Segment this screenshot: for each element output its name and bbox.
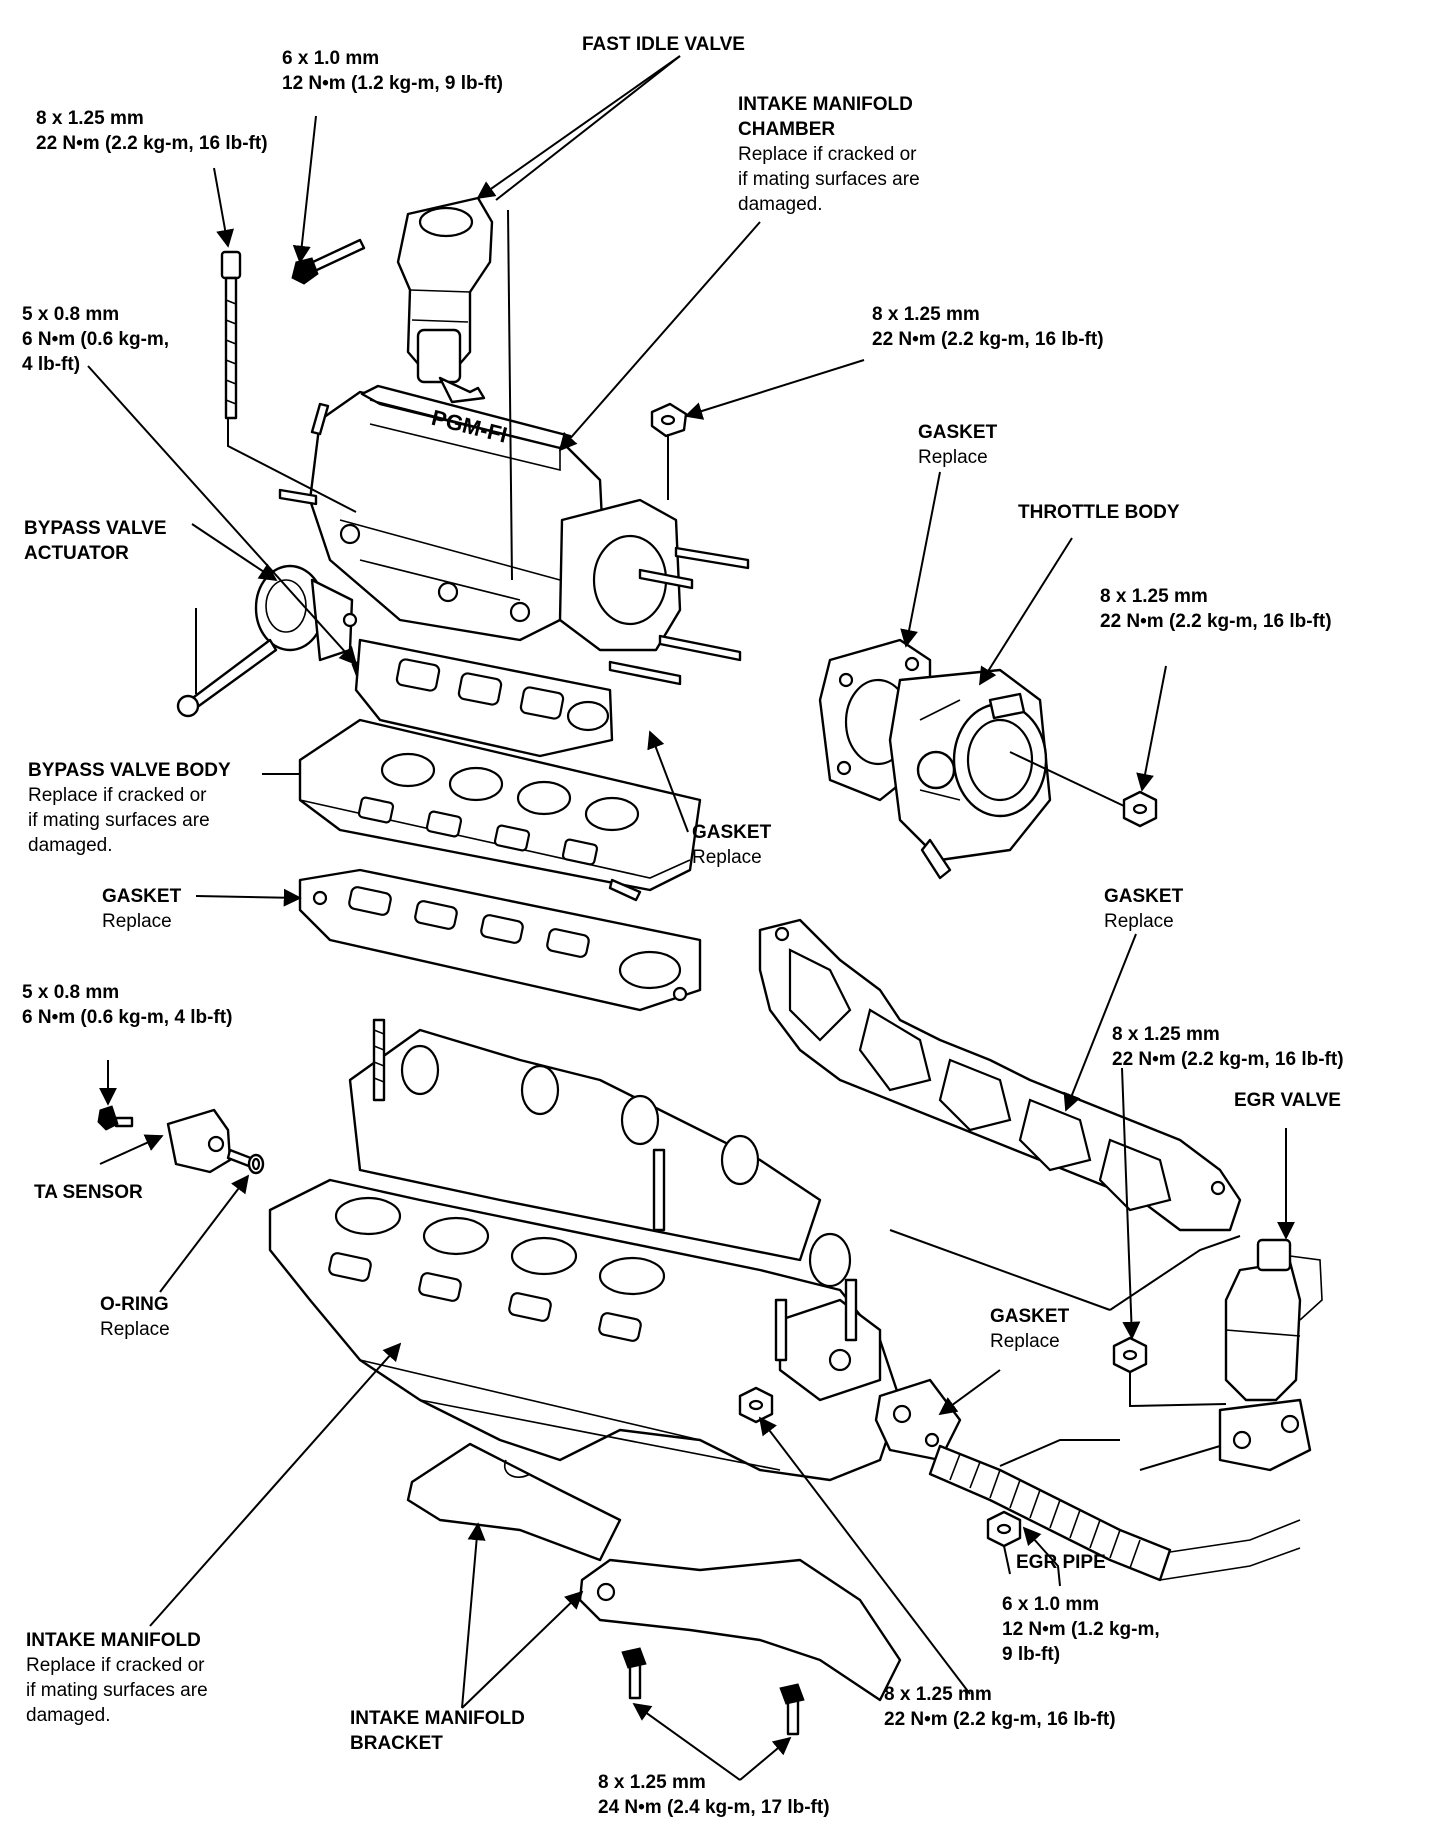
- egr-gasket-label: GASKET Replace: [990, 1306, 1070, 1352]
- bypass-valve-body: [298, 718, 702, 902]
- chamber-label: INTAKE MANIFOLD CHAMBER Replace if crack…: [738, 94, 920, 215]
- fast-idle-valve: [396, 196, 494, 404]
- exhaust-gasket: [758, 918, 1242, 1232]
- top-left-stud-spec: 8 x 1.25 mm 22 N•m (2.2 kg-m, 16 lb-ft): [36, 108, 268, 154]
- ta-sensor: [166, 1108, 258, 1174]
- bracket-bolts: [621, 1647, 805, 1736]
- intake-manifold-label: INTAKE MANIFOLD Replace if cracked or if…: [26, 1630, 208, 1726]
- bracket-lower: [578, 1558, 902, 1702]
- egr-valve: [1218, 1238, 1323, 1472]
- egr-pipe-nut-spec: 6 x 1.0 mm 12 N•m (1.2 kg-m, 9 lb-ft): [1002, 1594, 1160, 1665]
- leader-lines: [87, 55, 1295, 1781]
- ta-bolt: [97, 1105, 134, 1131]
- egr-pipe: [928, 1444, 1301, 1582]
- intake-manifold: [268, 1018, 902, 1482]
- bypass-actuator-label: BYPASS VALVE ACTUATOR: [24, 518, 167, 564]
- throttle-body-nut: [1122, 790, 1158, 828]
- ta-sensor-label: TA SENSOR: [34, 1182, 143, 1203]
- bracket-bolts-spec: 8 x 1.25 mm 24 N•m (2.4 kg-m, 17 lb-ft): [598, 1772, 830, 1818]
- egr-nut: [1112, 1336, 1148, 1374]
- o-ring: [247, 1153, 265, 1175]
- chamber-nut: [650, 402, 688, 438]
- exhaust-gasket-label: GASKET Replace: [1104, 886, 1184, 932]
- lower-gasket-label: GASKET Replace: [102, 886, 182, 932]
- egr-pipe-label: EGR PIPE: [1016, 1552, 1106, 1573]
- tb-nut-spec: 8 x 1.25 mm 22 N•m (2.2 kg-m, 16 lb-ft): [1100, 586, 1332, 632]
- o-ring-label: O-RING Replace: [100, 1294, 170, 1340]
- egr-pipe-nut: [986, 1510, 1022, 1548]
- fast-idle-valve-label: FAST IDLE VALVE: [582, 34, 745, 55]
- ta-bolt-spec: 5 x 0.8 mm 6 N•m (0.6 kg-m, 4 lb-ft): [22, 982, 233, 1028]
- tb-gasket-label: GASKET Replace: [918, 422, 998, 468]
- middle-gasket: [298, 868, 702, 1012]
- manifold-nut-spec: 8 x 1.25 mm 22 N•m (2.2 kg-m, 16 lb-ft): [1112, 1024, 1344, 1070]
- bypass-bolt-spec: 5 x 0.8 mm 6 N•m (0.6 kg-m, 4 lb-ft): [22, 304, 170, 375]
- fiv-bolt-spec: 6 x 1.0 mm 12 N•m (1.2 kg-m, 9 lb-ft): [282, 48, 503, 94]
- manifold-nut: [738, 1386, 774, 1424]
- long-stud: [220, 250, 242, 420]
- egr-valve-label: EGR VALVE: [1234, 1090, 1341, 1111]
- throttle-body-label: THROTTLE BODY: [1018, 502, 1180, 523]
- bracket-upper: [406, 1442, 622, 1562]
- intake-manifold-chamber: PGM-FI: [278, 384, 750, 686]
- bypass-valve-actuator: [176, 564, 358, 718]
- bracket-label: INTAKE MANIFOLD BRACKET: [350, 1708, 525, 1754]
- throttle-body: [888, 668, 1052, 880]
- fiv-bolt: [291, 238, 366, 285]
- chamber-nut-spec: 8 x 1.25 mm 22 N•m (2.2 kg-m, 16 lb-ft): [872, 304, 1104, 350]
- upper-gasket: [354, 638, 614, 758]
- bypass-body-label: BYPASS VALVE BODY Replace if cracked or …: [28, 760, 231, 856]
- upper-gasket-label: GASKET Replace: [692, 822, 772, 868]
- bracket-nut-spec: 8 x 1.25 mm 22 N•m (2.2 kg-m, 16 lb-ft): [884, 1684, 1116, 1730]
